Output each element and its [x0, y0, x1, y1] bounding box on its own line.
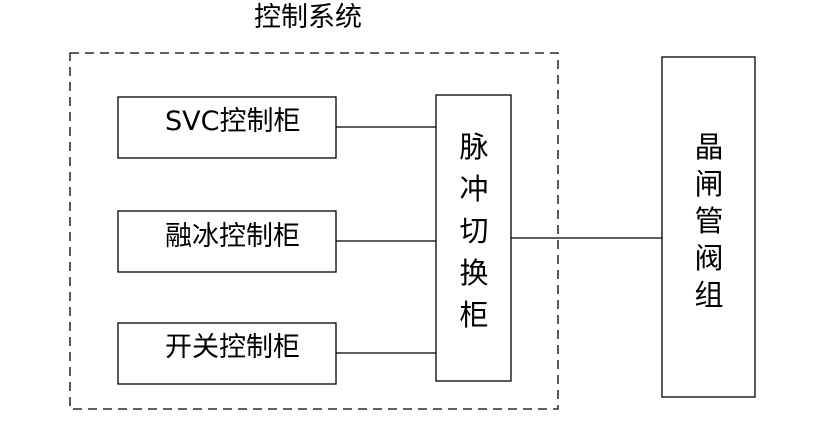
thyristor-valve-char: 组	[694, 278, 724, 312]
pulse-switching-cabinet-label: 脉 冲 切 换 柜	[459, 133, 489, 343]
pulse-switching-char: 切	[459, 214, 489, 248]
thyristor-valve-char: 闸	[694, 167, 724, 201]
thyristor-valve-char: 管	[694, 204, 724, 238]
switch-control-cabinet-label: 开关控制柜	[165, 332, 300, 363]
thyristor-valve-char: 晶	[694, 130, 724, 164]
pulse-switching-char: 柜	[459, 298, 489, 332]
thyristor-valve-char: 阀	[694, 241, 724, 275]
pulse-switching-char: 换	[459, 256, 489, 290]
svc-cabinet-label: SVC控制柜	[165, 106, 301, 137]
pulse-switching-char: 脉	[459, 130, 489, 164]
control-system-title: 控制系统	[254, 2, 362, 33]
pulse-switching-char: 冲	[459, 172, 489, 206]
control-system-boundary	[69, 52, 559, 410]
thyristor-valve-box	[661, 56, 756, 398]
thyristor-valve-label: 晶 闸 管 阀 组	[694, 133, 724, 318]
ice-melting-cabinet-label: 融冰控制柜	[165, 221, 300, 252]
